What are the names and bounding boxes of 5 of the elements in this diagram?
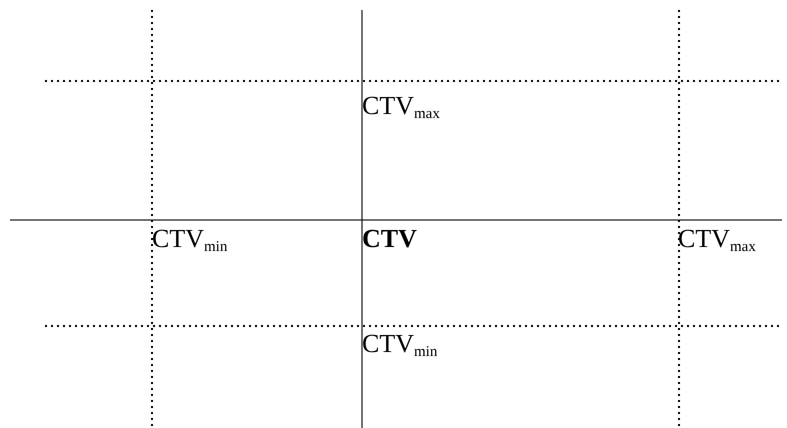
region-label: CTV [362,226,417,252]
region-label: CTV$_{min}$ [362,331,438,357]
region-label: CTV$_{max}$ [362,93,440,119]
region-label: CTV$_{min}$ [152,226,228,252]
region-label: CTV$_{max}$ [678,226,756,252]
